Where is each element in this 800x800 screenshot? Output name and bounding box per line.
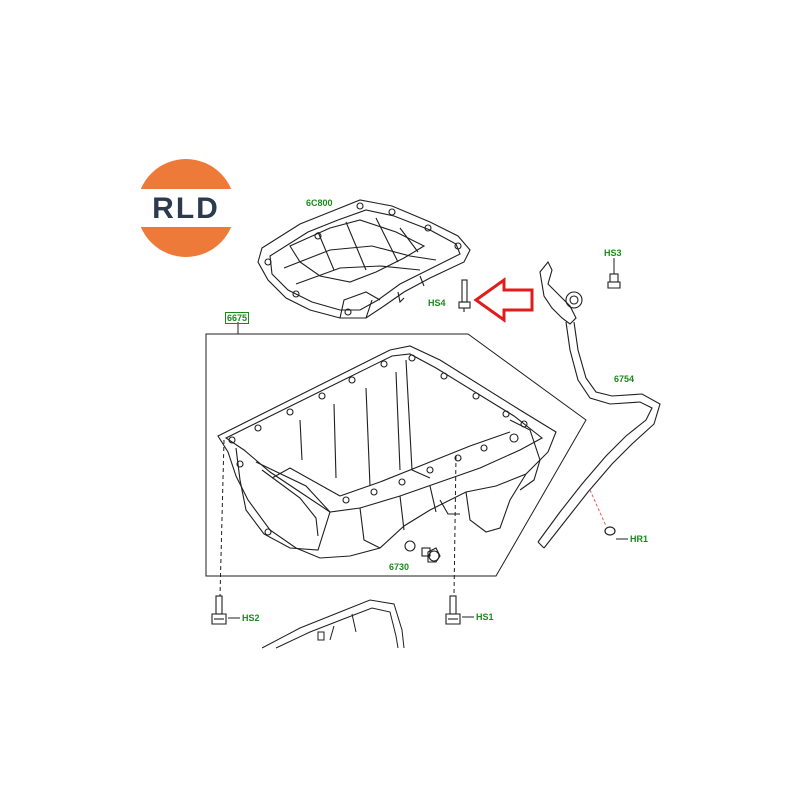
logo-text: RLD bbox=[152, 192, 220, 225]
dipstick-tube-part bbox=[537, 260, 661, 549]
callout-hs2: HS2 bbox=[242, 613, 260, 623]
rld-logo: RLD bbox=[136, 158, 236, 258]
bolt-hs1-part bbox=[445, 595, 461, 625]
bolt-hs4-part bbox=[458, 279, 471, 312]
callout-leader-ticks bbox=[228, 538, 628, 619]
drain-plug-part bbox=[421, 547, 441, 563]
oil-pan-part bbox=[217, 345, 557, 559]
callout-hs4: HS4 bbox=[428, 298, 446, 308]
highlight-arrow-icon bbox=[473, 277, 534, 323]
callout-6730: 6730 bbox=[389, 562, 410, 572]
callout-hs3: HS3 bbox=[604, 248, 622, 258]
oil-pan-group-frame bbox=[205, 322, 587, 577]
logo-badge-icon bbox=[136, 159, 236, 257]
screw-hs3-part bbox=[607, 273, 621, 289]
assembly-leader-lines bbox=[219, 439, 457, 597]
seal-hr1-part bbox=[589, 489, 616, 536]
callout-hs1: HS1 bbox=[476, 612, 494, 622]
callout-6675: 6675 bbox=[225, 312, 250, 324]
callout-hr1: HR1 bbox=[630, 534, 649, 544]
bolt-hs2-part bbox=[211, 595, 227, 625]
partial-part-bottom bbox=[261, 599, 405, 649]
oil-pan-baffle-part bbox=[257, 199, 471, 319]
callout-6c800: 6C800 bbox=[306, 198, 333, 208]
callout-6754: 6754 bbox=[614, 374, 635, 384]
